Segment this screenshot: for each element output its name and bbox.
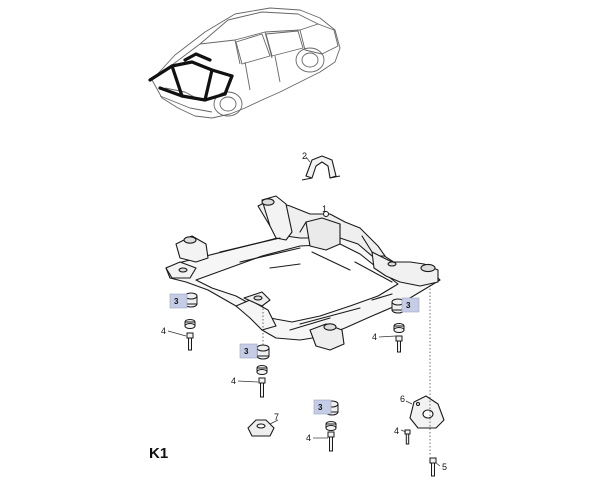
figure-label: K1 [149, 445, 169, 462]
callout-7: 7 [274, 412, 279, 422]
callout-4-left: 4 [161, 326, 166, 336]
callout-4-right: 4 [372, 332, 377, 342]
callout-4-center: 4 [231, 376, 236, 386]
bolt-front [327, 431, 335, 452]
callout-2: 2 [302, 151, 307, 161]
callout-3-badge-left: 3 [169, 293, 188, 309]
bolt-bracket-upper [404, 429, 411, 445]
callout-3-center: 3 [244, 347, 249, 356]
washer-center [256, 365, 268, 375]
leader-lines [167, 156, 441, 467]
washer-right [393, 323, 405, 333]
bolt-right [395, 335, 403, 353]
washer-left [184, 319, 196, 329]
vehicle-subframe-highlight [148, 52, 234, 102]
part-7-rubber-stop [247, 419, 275, 437]
callout-3-left: 3 [174, 297, 179, 306]
bolt-center [258, 377, 266, 398]
callout-3-front: 3 [318, 403, 323, 412]
callout-6: 6 [400, 394, 405, 404]
part-3-bushing-center [256, 344, 270, 360]
bolt-left [186, 332, 194, 351]
front-subframe-crossmember [165, 195, 441, 351]
callout-1: 1 [322, 204, 327, 214]
bolt-bracket-lower [429, 457, 437, 477]
callout-3-badge-center: 3 [239, 343, 258, 359]
callout-3-badge-front: 3 [313, 399, 332, 415]
part-2-bracket-clamp [301, 155, 341, 181]
callout-4-bracket: 4 [394, 426, 399, 436]
callout-4-front: 4 [306, 433, 311, 443]
washer-front [325, 421, 337, 431]
part-6-support-bracket [409, 395, 445, 429]
callout-3-badge-right: 3 [401, 297, 420, 313]
callout-5: 5 [442, 462, 447, 472]
callout-3-right: 3 [406, 301, 411, 310]
